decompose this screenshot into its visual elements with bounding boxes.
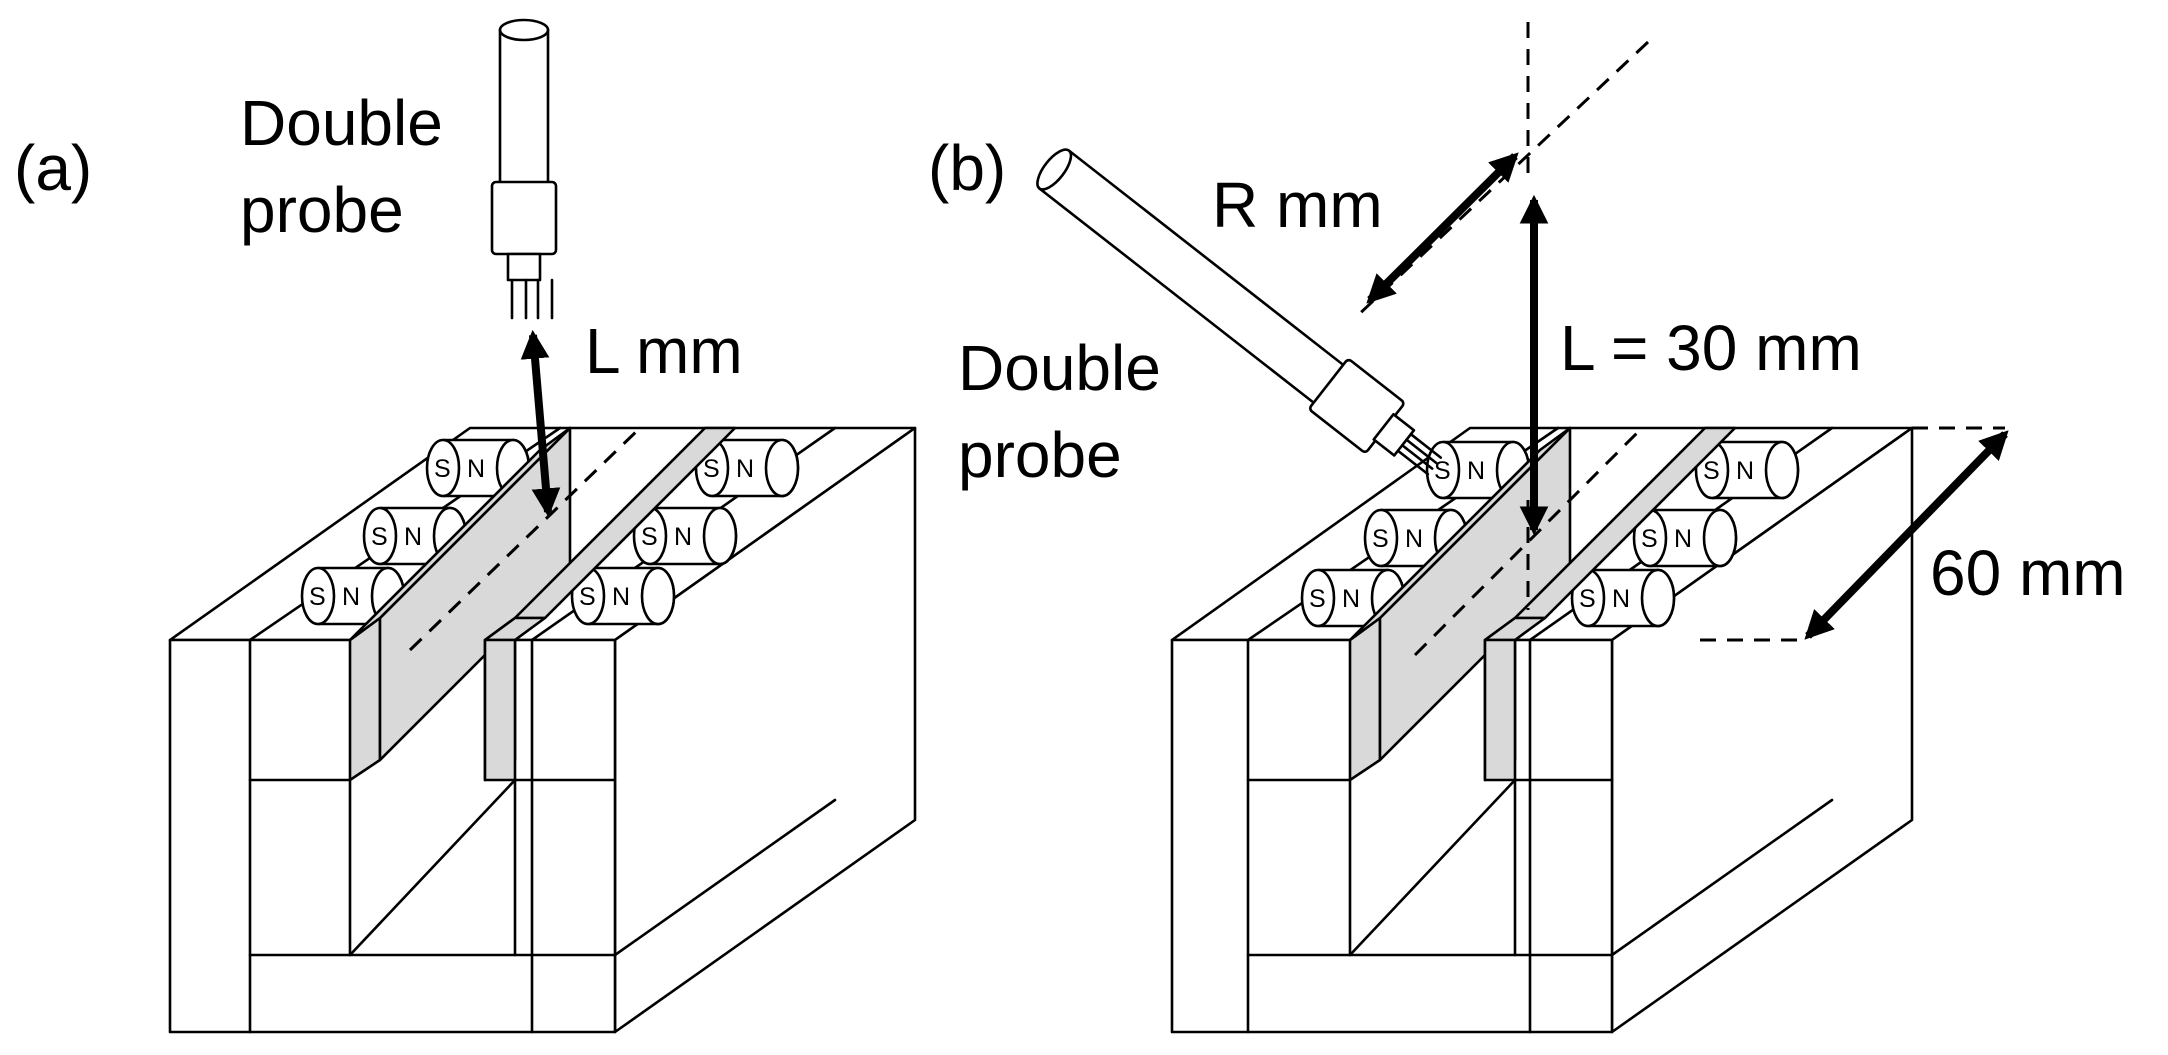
magnet: S N: [1570, 568, 1676, 628]
magnets-a: S N S N S N S N S N: [300, 438, 800, 626]
svg-text:S: S: [1309, 585, 1326, 613]
svg-text:S: S: [1703, 457, 1720, 485]
probe-label-b-line2: probe: [958, 419, 1122, 491]
svg-text:S: S: [1641, 525, 1658, 553]
svg-text:S: S: [703, 455, 720, 483]
svg-text:S: S: [434, 455, 451, 483]
svg-text:S: S: [579, 583, 596, 611]
svg-text:S: S: [641, 523, 658, 551]
radial-arrow: [1366, 152, 1519, 304]
magnet: S N: [425, 438, 531, 498]
depth-arrow: [1804, 430, 2009, 640]
distance-arrow-a: [520, 329, 561, 518]
magnet: S N: [570, 566, 676, 626]
svg-text:N: N: [1405, 525, 1423, 553]
svg-text:N: N: [1736, 457, 1754, 485]
svg-text:S: S: [1434, 457, 1451, 485]
magnet: S N: [300, 566, 406, 626]
magnet: S N: [694, 438, 800, 498]
svg-text:S: S: [371, 523, 388, 551]
distance-label-a: L mm: [585, 315, 743, 387]
distance-label-b: L = 30 mm: [1560, 312, 1862, 384]
panel-b-label: (b): [928, 132, 1006, 204]
magnet: S N: [1363, 508, 1469, 568]
magnet: S N: [1300, 568, 1406, 628]
magnet: S N: [1694, 440, 1800, 500]
svg-text:S: S: [309, 583, 326, 611]
magnet: S N: [1425, 440, 1531, 500]
svg-text:N: N: [467, 455, 485, 483]
depth-label: 60 mm: [1930, 537, 2126, 609]
probe-label-a-line1: Double: [240, 87, 443, 159]
svg-text:N: N: [1612, 585, 1630, 613]
svg-text:N: N: [1342, 585, 1360, 613]
svg-text:N: N: [612, 583, 630, 611]
svg-text:N: N: [1674, 525, 1692, 553]
svg-text:N: N: [736, 455, 754, 483]
magnet: S N: [1632, 508, 1738, 568]
probe-label-b-line1: Double: [958, 332, 1161, 404]
svg-text:N: N: [1467, 457, 1485, 485]
double-probe-b: [1036, 148, 1443, 476]
magnet: S N: [632, 506, 738, 566]
panel-b: (b) S N S: [928, 22, 2126, 1034]
panel-a-label: (a): [14, 132, 92, 204]
svg-text:N: N: [674, 523, 692, 551]
magnet: S N: [362, 506, 468, 566]
panel-a: (a) S N: [14, 18, 917, 1034]
magnets-b: S N S N S N S N S N: [1300, 440, 1800, 628]
probe-label-a-line2: probe: [240, 174, 404, 246]
svg-text:N: N: [404, 523, 422, 551]
svg-text:S: S: [1372, 525, 1389, 553]
svg-text:N: N: [342, 583, 360, 611]
svg-text:S: S: [1579, 585, 1596, 613]
radial-label: R mm: [1212, 169, 1383, 241]
double-probe-a: [490, 18, 558, 320]
